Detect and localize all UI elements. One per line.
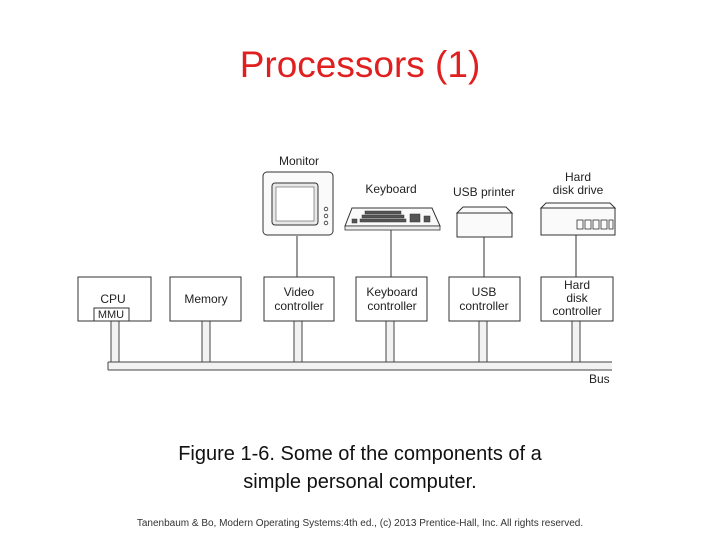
usb-controller-label-line2: controller xyxy=(459,299,508,313)
video-controller-label-line1: Video xyxy=(284,285,315,299)
usb-controller-box: USB controller xyxy=(448,276,521,322)
slide-title: Processors (1) xyxy=(239,44,481,85)
keyboard-controller-label-line1: Keyboard xyxy=(366,285,417,299)
hard-disk-controller-label-line1: Hard xyxy=(564,278,590,292)
memory-box: Memory xyxy=(169,276,242,322)
hard-disk-drive-label-line2: disk drive xyxy=(553,183,604,197)
usb-printer-label: USB printer xyxy=(453,185,515,199)
video-controller-label-line2: controller xyxy=(274,299,323,313)
hard-disk-controller-label-line2: disk xyxy=(566,291,588,305)
keyboard-icon: Keyboard xyxy=(344,182,441,231)
figure-caption-line2: simple personal computer. xyxy=(243,471,477,493)
system-bus xyxy=(107,361,612,371)
usb-controller-label-line1: USB xyxy=(472,285,497,299)
hard-disk-controller-box: Hard disk controller xyxy=(540,276,614,322)
figure-caption-line1: Figure 1-6. Some of the components of a xyxy=(178,443,542,465)
hard-disk-drive-label-line1: Hard xyxy=(565,170,591,184)
cpu-box: CPU MMU xyxy=(77,276,152,322)
bus-label: Bus xyxy=(589,372,610,386)
hard-disk-drive-icon: Hard disk drive xyxy=(539,170,617,236)
cpu-label: CPU xyxy=(100,292,125,306)
keyboard-controller-label-line2: controller xyxy=(367,299,416,313)
monitor-icon: Monitor xyxy=(262,154,334,236)
mmu-label: MMU xyxy=(98,309,124,321)
keyboard-controller-box: Keyboard controller xyxy=(355,276,428,322)
copyright-credit: Tanenbaum & Bo, Modern Operating Systems… xyxy=(136,518,584,529)
bus-connectors xyxy=(110,320,581,363)
figure-caption: Figure 1-6. Some of the components of a … xyxy=(0,440,720,496)
hard-disk-controller-label-line3: controller xyxy=(552,304,601,318)
video-controller-box: Video controller xyxy=(263,276,335,322)
keyboard-label: Keyboard xyxy=(365,182,416,196)
memory-label: Memory xyxy=(184,292,227,306)
usb-printer-icon: USB printer xyxy=(453,185,515,238)
device-cables xyxy=(296,229,577,277)
monitor-label: Monitor xyxy=(279,154,319,168)
